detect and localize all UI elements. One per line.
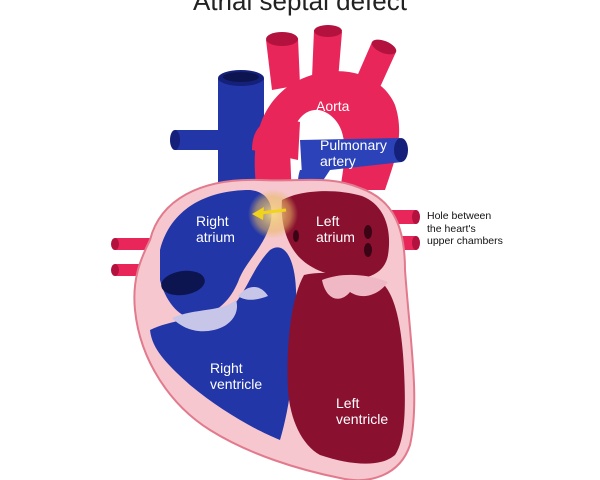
aorta-label: Aorta: [316, 98, 350, 114]
diagram-title: Atrial septal defect: [193, 0, 407, 16]
aorta: [252, 25, 400, 200]
pulmonary-artery-label: Pulmonary artery: [320, 137, 387, 169]
pulmonary-valve: [238, 286, 268, 300]
shunt-arrow: [252, 207, 287, 220]
left-atrium-chamber: [281, 191, 390, 279]
left-ventricle-label: Left ventricle: [336, 395, 389, 427]
right-atrium-label: Right atrium: [196, 213, 235, 245]
inferior-vena-cava-opening: [161, 270, 205, 296]
tricuspid-valve: [172, 300, 238, 332]
right-ventricle-label: Right ventricle: [210, 360, 263, 392]
septal-defect-glow: [248, 189, 298, 239]
septal-defect-annotation: Hole between the heart's upper chambers: [427, 210, 503, 247]
mitral-valve: [322, 274, 388, 299]
pulmonary-vein-openings: [293, 225, 372, 257]
left-atrium-label: Left atrium: [316, 213, 355, 245]
left-ventricle-chamber: [287, 272, 405, 464]
